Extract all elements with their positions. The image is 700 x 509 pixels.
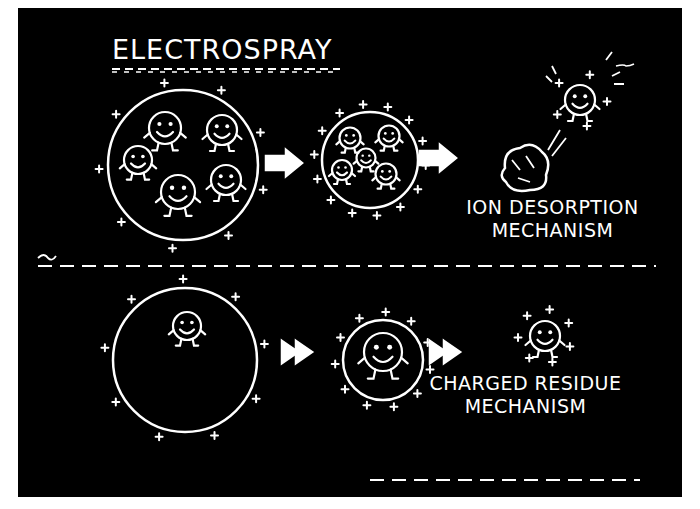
charge-sign (314, 176, 321, 183)
chalkboard (18, 8, 682, 497)
ion-desorption-row (372, 164, 399, 189)
charged-residue-row (358, 333, 407, 379)
ion-desorption-row (375, 126, 402, 151)
charge-sign (101, 344, 108, 351)
shrunk-droplet (343, 320, 423, 400)
charge-sign (397, 204, 404, 211)
arrow (282, 341, 312, 363)
charge-sign (253, 395, 260, 402)
charge-sign (180, 276, 187, 283)
droplet-residue (502, 145, 549, 191)
arrow (266, 150, 302, 176)
diagram-title: ELECTROSPRAY (112, 34, 332, 66)
charge-sign (419, 137, 426, 144)
charge-sign (169, 245, 176, 252)
charge-sign (96, 166, 103, 173)
charge-sign (161, 80, 168, 87)
charge-sign (414, 390, 421, 397)
charge-sign (414, 186, 421, 193)
shrunk-droplet (322, 112, 418, 208)
ejection-lines (548, 130, 566, 156)
charge-sign (128, 296, 135, 303)
charge-sign (319, 127, 326, 134)
ion-desorption-row (512, 156, 534, 182)
charge-sign (373, 212, 380, 219)
charge-sign (337, 334, 344, 341)
charge-sign (549, 359, 556, 366)
charge-sign (524, 312, 531, 319)
ion-desorption-row (156, 175, 200, 216)
title-underline (112, 71, 340, 73)
title-underline (112, 68, 340, 70)
arrow (430, 341, 460, 363)
charge-sign (382, 309, 389, 316)
charge-sign (261, 341, 268, 348)
charge-sign (332, 361, 339, 368)
charged-ion (526, 321, 565, 357)
charge-sign (225, 232, 232, 239)
charge-sign (211, 432, 218, 439)
ion-desorption-row (354, 149, 379, 172)
charge-sign (583, 123, 590, 130)
charge-sign (232, 293, 239, 300)
charge-sign (566, 343, 573, 350)
charge-sign (218, 87, 225, 94)
ion-desorption-row (336, 128, 363, 153)
charge-sign (311, 151, 318, 158)
charge-sign (556, 79, 563, 86)
charge-sign (156, 433, 163, 440)
charged-residue-row (169, 312, 205, 346)
charge-sign (526, 355, 533, 362)
charge-sign (384, 103, 391, 110)
bottom-dashed-line (370, 479, 640, 481)
charge-sign (515, 334, 522, 341)
ion-desorption-row (616, 64, 634, 66)
charge-sign (586, 71, 593, 78)
charge-sign (112, 399, 119, 406)
charge-sign (427, 366, 434, 373)
charge-sign (408, 318, 415, 325)
charge-sign (342, 386, 349, 393)
charge-sign (118, 219, 125, 226)
charge-sign (336, 110, 343, 117)
charge-sign (327, 197, 334, 204)
charge-sign (554, 111, 561, 118)
large-droplet (113, 288, 257, 432)
charge-sign (604, 98, 611, 105)
ion-desorption-row (329, 160, 355, 184)
ion-desorption-row (207, 165, 246, 201)
charge-sign (356, 315, 363, 322)
charge-sign (113, 111, 120, 118)
ion-desorption-row (120, 146, 156, 180)
charge-sign (565, 320, 572, 327)
charge-sign (422, 162, 429, 169)
ion-desorption-row (144, 112, 186, 150)
motion-lines (546, 52, 624, 84)
charge-sign (390, 403, 397, 410)
charge-sign (260, 186, 267, 193)
charge-sign (546, 306, 553, 313)
arrow (420, 145, 456, 171)
charge-sign (257, 129, 264, 136)
mechanism-label: CHARGED RESIDUE MECHANISM (398, 372, 653, 418)
chalk-mark (38, 255, 56, 260)
charge-sign (349, 210, 356, 217)
charge-sign (363, 402, 370, 409)
large-droplet (108, 90, 258, 240)
separator-line (38, 265, 656, 267)
mechanism-label: ION DESORPTION MECHANISM (440, 196, 665, 242)
charge-sign (406, 116, 413, 123)
ion-desorption-row (203, 115, 242, 151)
charge-sign (424, 339, 431, 346)
ejected-ion (561, 85, 600, 121)
charge-sign (360, 101, 367, 108)
